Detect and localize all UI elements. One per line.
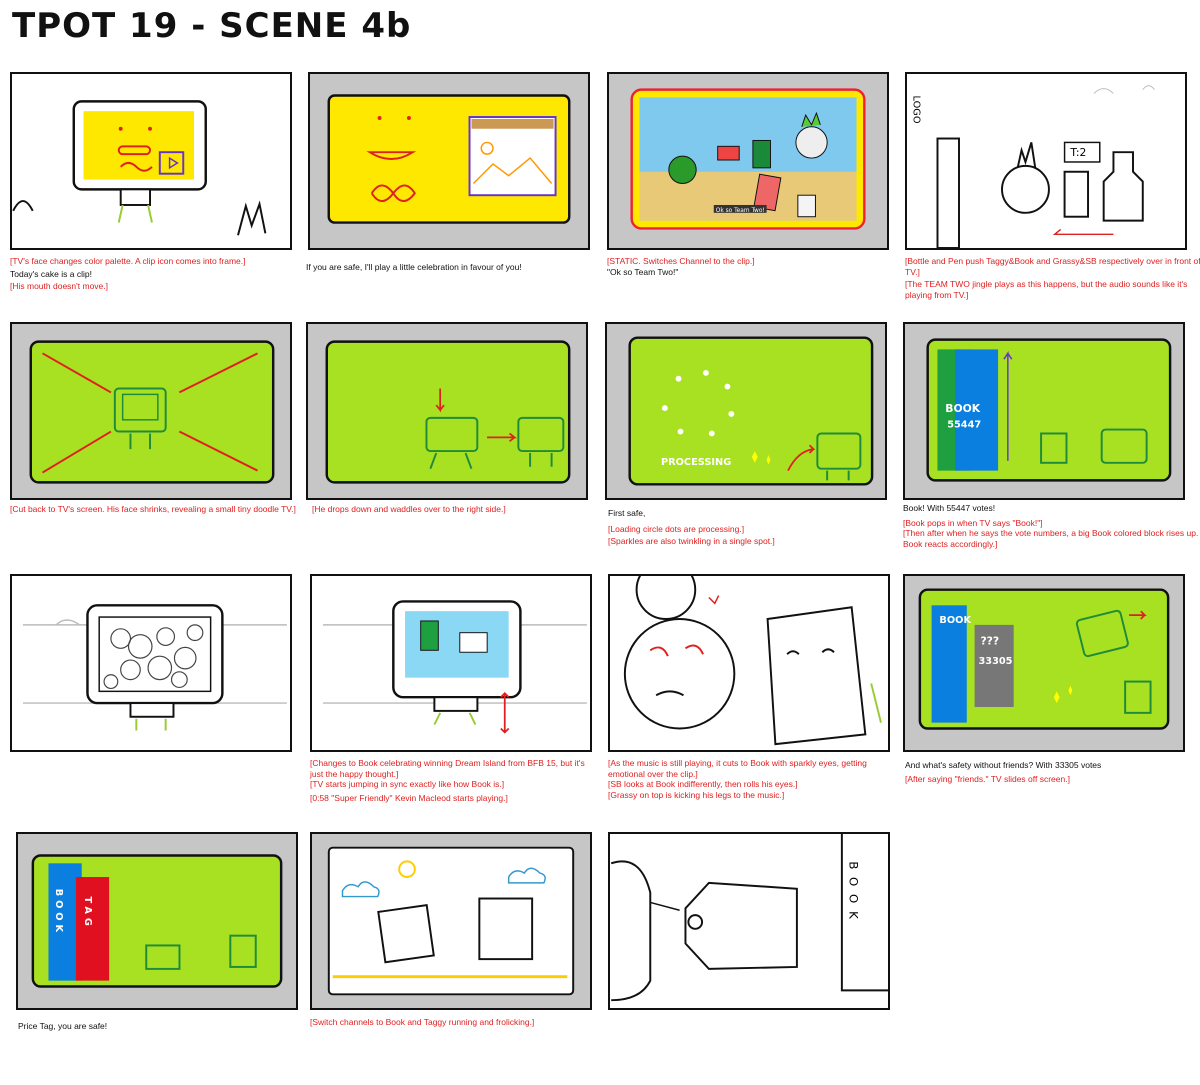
caption-13: Price Tag, you are safe! bbox=[18, 1021, 318, 1034]
panel-2-drawing bbox=[327, 94, 571, 224]
logo-letters: LOGO bbox=[910, 96, 921, 124]
panel-14-drawing bbox=[327, 846, 575, 996]
hidden-votes: ??? bbox=[980, 634, 999, 647]
caption-2: If you are safe, I'll play a little cele… bbox=[306, 262, 526, 275]
panel-8-note: [Book pops in when TV says "Book!"] bbox=[903, 517, 1043, 528]
storyboard-panel-13: BOOK TAG bbox=[16, 832, 298, 1010]
caption-4: [Bottle and Pen push Taggy&Book and Gras… bbox=[905, 256, 1200, 302]
tag-votes: 33305 bbox=[979, 656, 1013, 667]
caption-1: [TV's face changes color palette. A clip… bbox=[10, 256, 310, 294]
panel-12-note: [After saying "friends." TV slides off s… bbox=[905, 773, 1070, 784]
panel-11-note-2: [SB looks at Book indifferently, then ro… bbox=[608, 779, 798, 789]
caption-6: [He drops down and waddles over to the r… bbox=[312, 504, 612, 517]
clip-subtitle: Ok so Team Two! bbox=[716, 208, 765, 214]
book-block-label: BOOK bbox=[939, 615, 971, 626]
panel-7-dialogue: First safe, bbox=[608, 508, 646, 518]
panel-14-note: [Switch channels to Book and Taggy runni… bbox=[310, 1017, 535, 1027]
caption-10: [Changes to Book celebrating winning Dre… bbox=[310, 758, 590, 805]
panel-5-drawing bbox=[29, 340, 275, 484]
storyboard-panel-2 bbox=[308, 72, 590, 250]
caption-8: Book! With 55447 votes! [Book pops in wh… bbox=[903, 503, 1200, 551]
panel-12-drawing: BOOK ??? 33305 bbox=[918, 588, 1170, 730]
caption-12: And what's safety without friends? With … bbox=[905, 760, 1195, 786]
caption-3: [STATIC. Switches Channel to the clip.] … bbox=[607, 256, 907, 279]
panel-10-note-3: [0:58 "Super Friendly" Kevin Macleod sta… bbox=[310, 792, 508, 803]
caption-7: First safe, [Loading circle dots are pro… bbox=[608, 508, 908, 549]
storyboard-panel-15: BOOK bbox=[608, 832, 890, 1010]
panel-3-drawing: Ok so Team Two! bbox=[630, 88, 866, 230]
panel-4-drawing: LOGO T:2 bbox=[910, 85, 1155, 248]
panel-3-note: [STATIC. Switches Channel to the clip.] bbox=[607, 256, 755, 266]
panel-9-drawing bbox=[22, 604, 287, 731]
panel-8-note-2: [Then after when he says the vote number… bbox=[903, 528, 1199, 549]
panel-2-dialogue: If you are safe, I'll play a little cele… bbox=[306, 262, 522, 272]
book-votes: 55447 bbox=[947, 420, 981, 431]
panel-10-drawing bbox=[322, 600, 587, 734]
book-vertical-label: BOOK bbox=[53, 889, 64, 936]
panel-7-note: [Loading circle dots are processing.] bbox=[608, 523, 745, 534]
panel-8-dialogue: Book! With 55447 votes! bbox=[903, 503, 996, 513]
storyboard-panel-1 bbox=[10, 72, 292, 250]
storyboard-panel-10 bbox=[310, 574, 592, 752]
caption-11: [As the music is still playing, it cuts … bbox=[608, 758, 893, 802]
panel-5-note: [Cut back to TV's screen. His face shrin… bbox=[10, 504, 296, 514]
book-label: BOOK bbox=[945, 402, 980, 415]
storyboard-panel-3: Ok so Team Two! bbox=[607, 72, 889, 250]
storyboard-panel-14 bbox=[310, 832, 592, 1010]
panel-6-drawing bbox=[325, 340, 571, 484]
panel-11-note-3: [Grassy on top is kicking his legs to th… bbox=[608, 789, 785, 800]
panel-6-note: [He drops down and waddles over to the r… bbox=[312, 504, 506, 514]
storyboard-panel-6 bbox=[306, 322, 588, 500]
panel-11-drawing bbox=[623, 576, 882, 746]
panel-11-note: [As the music is still playing, it cuts … bbox=[608, 758, 867, 779]
caption-14: [Switch channels to Book and Taggy runni… bbox=[310, 1017, 610, 1030]
panel-10-note-2: [TV starts jumping in sync exactly like … bbox=[310, 779, 505, 789]
page-title: TPOT 19 - SCENE 4b bbox=[12, 6, 412, 46]
tag-vertical-label: TAG bbox=[82, 897, 93, 930]
panel-7-note-2: [Sparkles are also twinkling in a single… bbox=[608, 536, 775, 546]
storyboard-panel-5 bbox=[10, 322, 292, 500]
storyboard-panel-7: PROCESSING bbox=[605, 322, 887, 500]
processing-label: PROCESSING bbox=[661, 457, 731, 468]
storyboard-panel-9 bbox=[10, 574, 292, 752]
panel-7-drawing: PROCESSING bbox=[628, 336, 874, 486]
panel-1-dialogue: Today's cake is a clip! bbox=[10, 268, 92, 279]
panel-1-drawing bbox=[12, 100, 267, 236]
panel-15-drawing: BOOK bbox=[610, 834, 888, 1002]
book-side-letters: BOOK bbox=[847, 861, 861, 926]
panel-1-note: [TV's face changes color palette. A clip… bbox=[10, 256, 246, 266]
timer-label: T:2 bbox=[1069, 146, 1086, 159]
storyboard-panel-8: BOOK 55447 bbox=[903, 322, 1185, 500]
panel-13-drawing: BOOK TAG bbox=[31, 854, 283, 988]
panel-4-note: [Bottle and Pen push Taggy&Book and Gras… bbox=[905, 256, 1200, 277]
panel-10-note: [Changes to Book celebrating winning Dre… bbox=[310, 758, 585, 779]
panel-4-note-2: [The TEAM TWO jingle plays as this happe… bbox=[905, 279, 1188, 300]
panel-12-dialogue: And what's safety without friends? With … bbox=[905, 760, 1102, 770]
storyboard-panel-11 bbox=[608, 574, 890, 752]
panel-3-dialogue: "Ok so Team Two!" bbox=[607, 266, 679, 277]
caption-5: [Cut back to TV's screen. His face shrin… bbox=[10, 504, 310, 517]
panel-8-drawing: BOOK 55447 bbox=[926, 338, 1172, 482]
panel-1-note-2: [His mouth doesn't move.] bbox=[10, 281, 108, 291]
storyboard-panel-4: LOGO T:2 bbox=[905, 72, 1187, 250]
panel-13-dialogue: Price Tag, you are safe! bbox=[18, 1021, 108, 1031]
storyboard-panel-12: BOOK ??? 33305 bbox=[903, 574, 1185, 752]
